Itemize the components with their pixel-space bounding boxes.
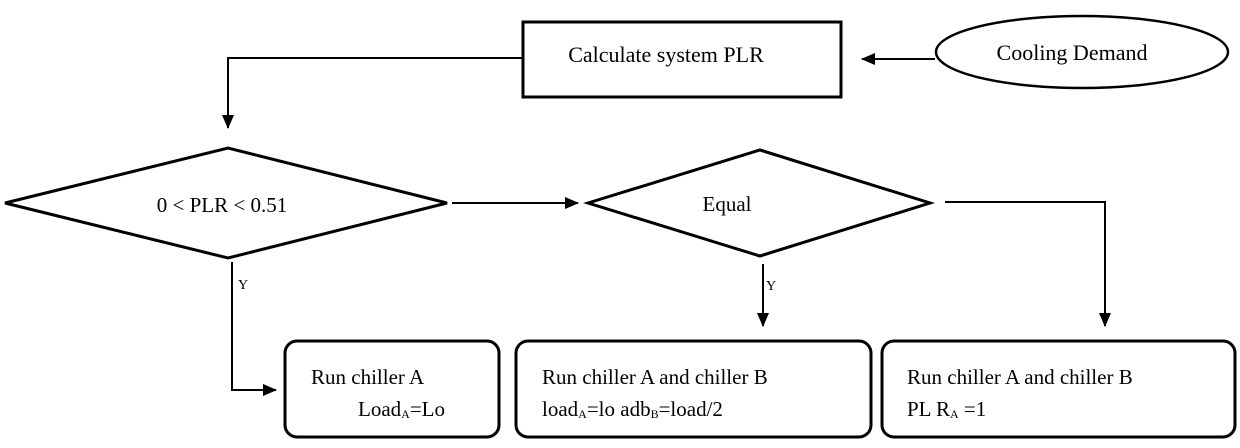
calculate-plr-node: Calculate system PLR bbox=[521, 20, 843, 99]
decision-plr-label: 0 < PLR < 0.51 bbox=[157, 193, 287, 217]
edge-calc-to-decision bbox=[222, 57, 523, 129]
run-chiller-a-line1: Run chiller A bbox=[311, 365, 425, 389]
load-b-sub: B bbox=[651, 407, 659, 421]
load-a-rest: =Lo bbox=[410, 397, 445, 421]
load-half: =load/2 bbox=[659, 397, 723, 421]
load-b-main: =lo adb bbox=[587, 397, 651, 421]
plr-yes-label: Y bbox=[238, 278, 248, 293]
cooling-demand-node: Cooling Demand bbox=[934, 14, 1230, 90]
plr-a-rest: =1 bbox=[959, 397, 987, 421]
load-a-main: Load bbox=[358, 397, 402, 421]
decision-plr-node: 0 < PLR < 0.51 bbox=[4, 146, 448, 260]
plr-a-main: PL R bbox=[907, 397, 950, 421]
calculate-plr-label: Calculate system PLR bbox=[568, 42, 764, 67]
run-chiller-ab-full-node: Run chiller A and chiller B PL RA =1 bbox=[880, 339, 1237, 439]
cooling-demand-label: Cooling Demand bbox=[997, 40, 1148, 65]
plr-a-sub: A bbox=[950, 407, 959, 421]
run-chiller-ab-equal-line1: Run chiller A and chiller B bbox=[542, 365, 768, 389]
run-chiller-a-node: Run chiller A LoadA=Lo bbox=[283, 339, 501, 439]
load-a-sub: A bbox=[401, 407, 410, 421]
run-chiller-ab-full-line1: Run chiller A and chiller B bbox=[907, 365, 1133, 389]
load-a-sub: A bbox=[578, 407, 587, 421]
decision-equal-label: Equal bbox=[703, 192, 752, 216]
run-chiller-ab-equal-line2: loadA=lo adbB=load/2 bbox=[542, 397, 723, 421]
decision-equal-node: Equal bbox=[582, 148, 936, 258]
run-chiller-a-line2: LoadA=Lo bbox=[358, 397, 445, 421]
load-a-main: load bbox=[542, 397, 579, 421]
edge-plr-yes bbox=[231, 262, 277, 396]
edge-equal-no bbox=[945, 201, 1111, 327]
run-chiller-ab-full-line2: PL RA =1 bbox=[907, 397, 986, 421]
equal-yes-label: Y bbox=[766, 279, 776, 294]
run-chiller-ab-equal-node: Run chiller A and chiller B loadA=lo adb… bbox=[514, 339, 873, 439]
